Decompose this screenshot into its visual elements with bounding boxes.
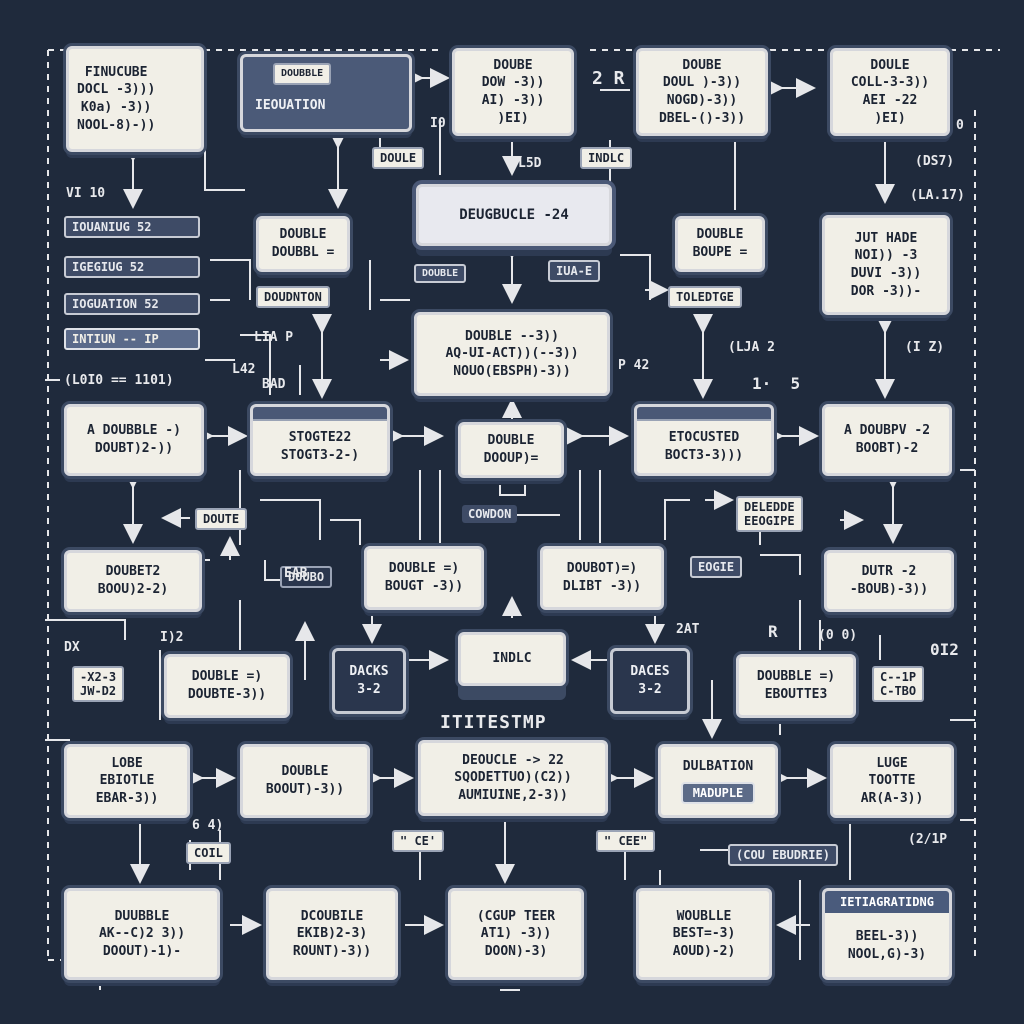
- label-iouaniug: IOUANIUG 52: [64, 216, 200, 238]
- node-box-finucube[interactable]: FINUCUBE DOCL -3))) K0a) -3)) NOOL-8)-)): [66, 46, 204, 152]
- text-2-1p: (2/1P: [908, 832, 948, 847]
- text-p42: P 42: [618, 358, 650, 373]
- label-double-small: DOUBLE: [414, 264, 467, 283]
- text-i0: I0: [430, 116, 446, 131]
- ietiagratidng-header: IETIAGRATIDNG: [825, 891, 949, 913]
- node-box-double-doubte[interactable]: DOUBLE =) DOUBTE-3)): [164, 654, 290, 718]
- node-box-etocusted[interactable]: ETOCUSTED BOCT3-3))): [634, 404, 774, 476]
- text-l42: L42: [232, 362, 256, 377]
- label-ce-left: " CE': [392, 830, 445, 852]
- window-body-label: IEOUATION: [255, 98, 326, 113]
- label-eogie: EOGIE: [690, 556, 743, 578]
- node-box-doube-2[interactable]: DOUBE DOUL )-3)) NOGD)-3)) DBEL-()-3)): [636, 48, 768, 136]
- text-lia-p: LIA P: [254, 330, 294, 345]
- text-bad: BAD: [262, 377, 286, 392]
- node-box-woublle[interactable]: WOUBLLE BEST=-3) AOUD)-2): [636, 888, 772, 980]
- label-cou-ebudrie: (COU EBUDRIE): [728, 844, 838, 866]
- node-box-doubet2[interactable]: DOUBET2 BOOU)2-2): [64, 550, 202, 612]
- node-box-doubot[interactable]: DOUBOT)=) DLIBT -3)): [540, 546, 664, 610]
- text-l5d: L5D: [518, 156, 542, 171]
- label-iua-e: IUA-E: [548, 260, 601, 282]
- node-box-ietiagratidng[interactable]: IETIAGRATIDNG BEEL-3)) NOOL,G)-3): [822, 888, 952, 980]
- node-box-doube-1[interactable]: DOUBE DOW -3)) AI) -3)) )EI): [452, 48, 574, 136]
- label-indlc: INDLC: [580, 147, 633, 169]
- text-l0i0: (L0I0 == 1101): [64, 373, 174, 388]
- node-box-luge[interactable]: LUGE TOOTTE AR(A-3)): [830, 744, 954, 818]
- node-box-dulbation[interactable]: DULBATION MADUPLE: [658, 744, 778, 818]
- label-c1p: C--1P C-TBO: [872, 666, 925, 702]
- node-box-a-doubble[interactable]: A DOUBBLE -) DOUBT)2-)): [64, 404, 204, 476]
- text-iz: (I Z): [905, 340, 945, 355]
- text-6-4: 6 4): [192, 818, 224, 833]
- text-la17: (LA.17): [910, 188, 965, 203]
- ietiagratidng-body: BEEL-3)) NOOL,G)-3): [847, 929, 927, 962]
- label-doudnton: DOUDNTON: [256, 286, 330, 308]
- text-vi10: VI 10: [66, 186, 106, 201]
- label-igegiug: IGEGIUG 52: [64, 256, 200, 278]
- text-dx: DX: [64, 640, 80, 655]
- text-1-5: 1· 5: [752, 374, 801, 393]
- node-box-doule[interactable]: DOULE COLL-3-3)) AEI -22 )EI): [830, 48, 950, 136]
- node-box-double-bougt[interactable]: DOUBLE =) BOUGT -3)): [364, 546, 484, 610]
- node-box-lobe[interactable]: LOBE EBIOTLE EBAR-3)): [64, 744, 190, 818]
- text-0-0: (0 0): [818, 628, 858, 643]
- window-title-label: DOUBBLE: [273, 63, 332, 85]
- node-box-deoucle[interactable]: DEOUCLE -> 22 SQODETTUO)(C2)) AUMIUINE,2…: [418, 740, 608, 816]
- label-coil: COIL: [186, 842, 231, 864]
- label-intiun: INTIUN -- IP: [64, 328, 200, 350]
- label-doute: DOUTE: [195, 508, 248, 530]
- node-box-stogte[interactable]: STOGTE22 STOGT3-2-): [250, 404, 390, 476]
- label-doubo: DOUBO: [280, 566, 333, 588]
- text-eab: EAB: [284, 566, 308, 581]
- label-deleddde: DELEDDE EEOGIPE: [736, 496, 803, 532]
- node-box-cgup-teer[interactable]: (CGUP TEER AT1) -3)) DOON)-3): [448, 888, 584, 980]
- text-i2: I)2: [160, 630, 184, 645]
- text-ds7: (DS7): [915, 154, 955, 169]
- node-window-doubble[interactable]: DOUBBLE IEOUATION: [240, 54, 412, 132]
- node-box-dutr[interactable]: DUTR -2 -BOUB)-3)): [824, 550, 954, 612]
- node-box-jut-hade[interactable]: JUT HADE NOI)) -3 DUVI -3)) DOR -3))-: [822, 215, 950, 315]
- node-box-double-doup[interactable]: DOUBLE DOOUP)=: [458, 422, 564, 478]
- node-box-doubble-ebout[interactable]: DOUBBLE =) EBOUTTE3: [736, 654, 856, 718]
- label-iogautiation: IOGUATION 52: [64, 293, 200, 315]
- node-box-a-doubpv[interactable]: A DOUBPV -2 BOOBT)-2: [822, 404, 952, 476]
- text-2r: 2 R: [592, 68, 625, 89]
- node-box-dacks[interactable]: DACKS 3-2: [332, 648, 406, 714]
- maduple-chip[interactable]: MADUPLE: [680, 781, 756, 804]
- label-toledtge: TOLEDTGE: [668, 286, 742, 308]
- label-ce-right: " CEE": [596, 830, 656, 852]
- node-box-double-couble[interactable]: DOUBLE DOUBBL =: [256, 216, 350, 272]
- center-console-box[interactable]: DEUGBUCLE -24: [416, 184, 612, 246]
- dulbation-title: DULBATION: [682, 759, 754, 775]
- text-2at: 2AT: [676, 622, 700, 637]
- node-box-duubble[interactable]: DUUBBLE AK--C)2 3)) DOOUT)-1)-: [64, 888, 220, 980]
- label-x2: -X2-3 JW-D2: [72, 666, 125, 702]
- text-0: 0: [956, 118, 964, 133]
- label-titestmp: ITITESTMP: [440, 712, 547, 733]
- node-box-double-main[interactable]: DOUBLE --3)) AQ-UI-ACT))(--3)) NOUO(EBSP…: [414, 312, 610, 396]
- node-box-daces[interactable]: DACES 3-2: [610, 648, 690, 714]
- node-box-double-boout[interactable]: DOUBLE BOOUT)-3)): [240, 744, 370, 818]
- node-box-indlc[interactable]: INDLC: [458, 632, 566, 686]
- label-doule: DOULE: [372, 147, 425, 169]
- label-cowdon: COWDON: [462, 505, 518, 523]
- node-box-dcoubile[interactable]: DCOUBILE EKIB)2-3) ROUNT)-3)): [266, 888, 398, 980]
- text-0i2: 0I2: [930, 640, 959, 659]
- node-box-double-boupe[interactable]: DOUBLE BOUPE =: [675, 216, 765, 272]
- text-lja: (LJA 2: [728, 340, 775, 355]
- text-r: R: [768, 622, 778, 641]
